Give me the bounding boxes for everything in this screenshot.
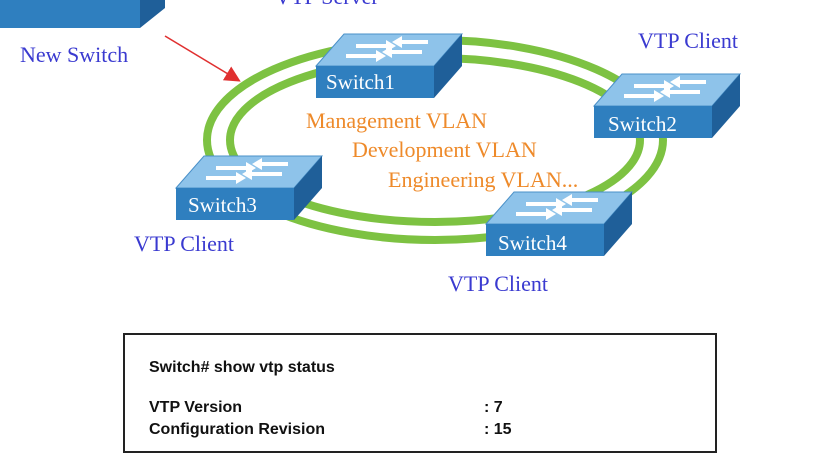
switch1-icon: Switch1 <box>314 33 464 98</box>
switch1-label: Switch1 <box>326 70 395 94</box>
row-key: Configuration Revision <box>149 421 325 438</box>
switch2-label: Switch2 <box>608 112 677 136</box>
switch4-icon: Switch4 <box>484 191 634 256</box>
vlan-label-development: Development VLAN <box>352 137 537 162</box>
new-switch-icon <box>0 0 165 28</box>
vlan-label-management: Management VLAN <box>306 108 487 133</box>
vtp-client-label-switch2: VTP Client <box>638 28 738 53</box>
switch3-label: Switch3 <box>188 193 257 217</box>
arrow-icon <box>164 35 241 82</box>
terminal-command: Switch# show vtp status <box>149 359 335 376</box>
vlan-label-engineering: Engineering VLAN... <box>388 167 578 192</box>
switch3-icon: Switch3 <box>174 155 324 220</box>
row-value: : 15 <box>484 421 512 438</box>
row-value: : 7 <box>484 399 503 416</box>
switch4-label: Switch4 <box>498 231 567 255</box>
vtp-diagram: VTP Server New Switch Management VLAN De… <box>0 0 742 296</box>
vtp-client-label-switch3: VTP Client <box>134 231 234 256</box>
row-key: VTP Version <box>149 399 243 416</box>
vtp-client-label-switch4: VTP Client <box>448 271 548 296</box>
vtp-status-terminal: Switch# show vtp status VTP Version : 7 … <box>123 333 717 453</box>
new-switch-label: New Switch <box>20 42 128 67</box>
top-partial-label: VTP Server <box>275 0 379 9</box>
switch2-icon: Switch2 <box>592 73 742 138</box>
